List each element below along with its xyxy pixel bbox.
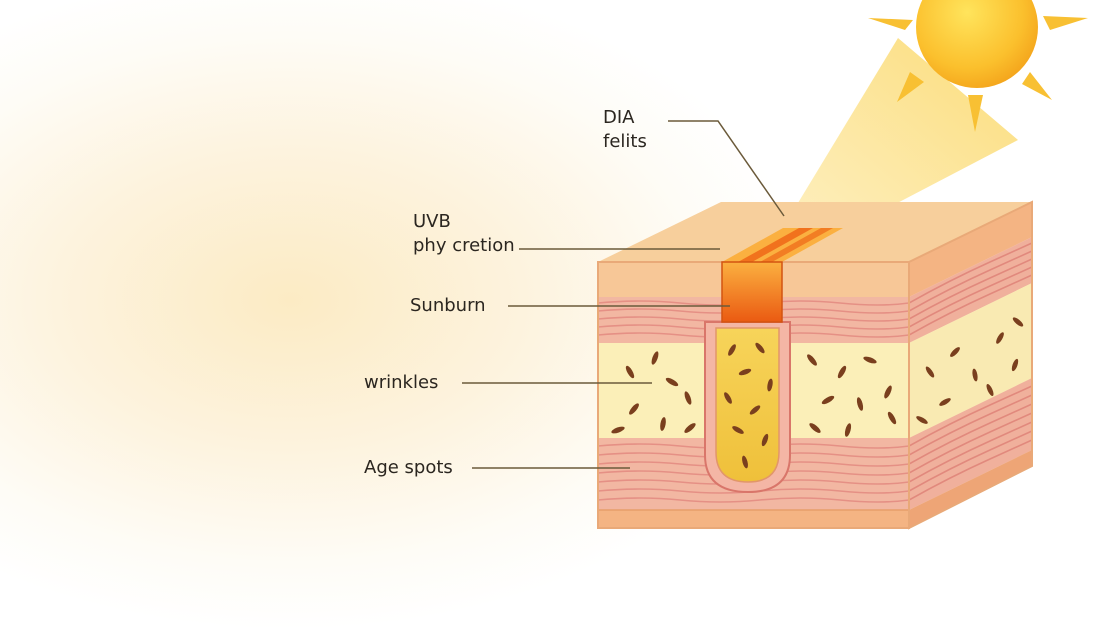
label-dia-line2: felits	[603, 131, 647, 152]
label-age-spots: Age spots	[364, 457, 453, 478]
sun-beam	[784, 38, 1018, 232]
hair-follicle	[704, 321, 791, 494]
fat-cells	[611, 317, 1024, 437]
label-sunburn: Sunburn	[410, 295, 486, 316]
label-uvb: UVB phy cretion	[413, 210, 515, 258]
skin-side-face	[909, 202, 1032, 528]
label-uvb-line1: UVB	[413, 211, 451, 232]
label-uvb-line2: phy cretion	[413, 235, 515, 256]
sunburn-column	[721, 228, 843, 323]
sun-icon	[868, 0, 1088, 132]
leader-lines	[462, 120, 785, 469]
label-dia-line1: DIA	[603, 107, 635, 128]
label-dia: DIA felits	[603, 106, 647, 154]
label-wrinkles: wrinkles	[364, 372, 439, 393]
